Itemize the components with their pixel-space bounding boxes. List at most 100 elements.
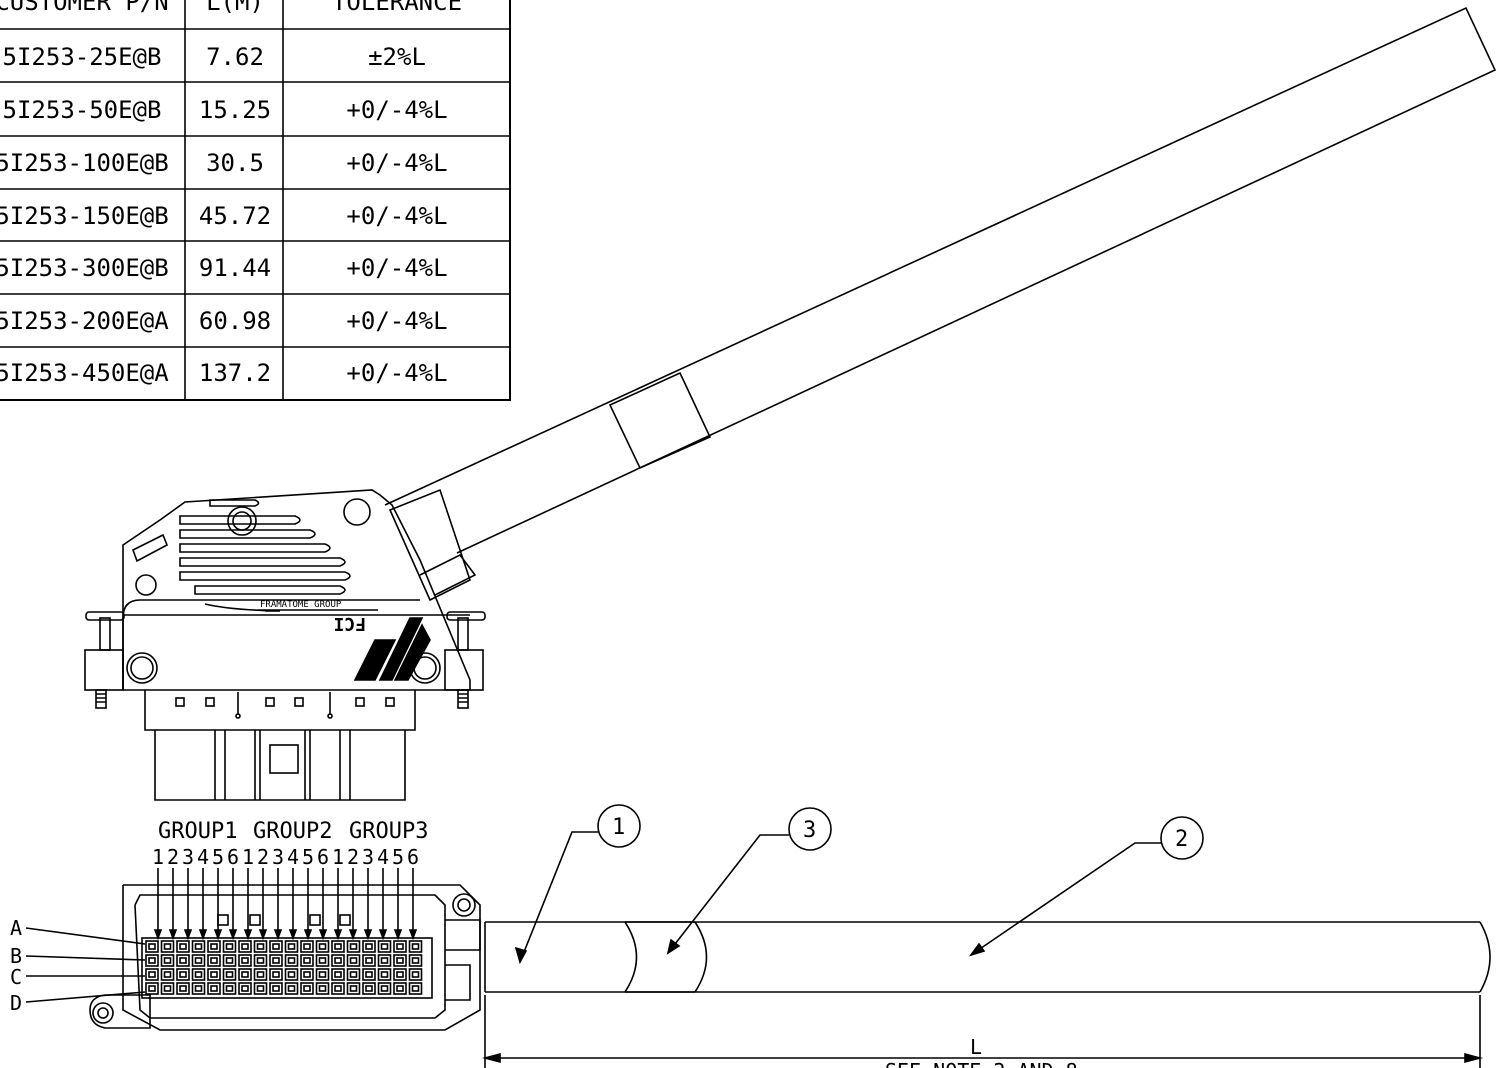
table-cell: 45.72	[199, 202, 271, 230]
connector-front-view	[25, 868, 481, 1031]
pin-cell	[222, 954, 237, 967]
table-cell: +0/-4%L	[346, 149, 447, 177]
balloon-3: 3	[803, 818, 816, 843]
table-cell: +0/-4%L	[346, 359, 447, 387]
pin-pointer-arrow	[228, 929, 238, 941]
pin-pointer-arrow	[378, 929, 388, 941]
pin-cell	[393, 940, 407, 953]
pin-contact	[349, 971, 358, 978]
pin-contact	[256, 971, 265, 978]
pin-number: 4	[377, 845, 389, 869]
pin-number: 2	[167, 845, 179, 869]
table-cell: +0/-4%L	[346, 96, 447, 124]
pin-cell	[191, 940, 206, 953]
pin-pointers	[153, 868, 418, 941]
pin-contact	[272, 971, 280, 978]
pin-contact	[210, 985, 218, 992]
pin-contact	[163, 971, 172, 978]
pin-cell	[160, 954, 175, 967]
angled-cable	[384, 6, 1497, 602]
pin-number: 4	[197, 845, 209, 869]
pin-cell	[253, 968, 268, 981]
pin-pointer-arrow	[363, 929, 373, 941]
pin-pointer-arrow	[258, 929, 268, 941]
pin-number: 6	[407, 845, 419, 869]
table-cell: +0/-4%L	[346, 202, 447, 230]
pin-cell	[408, 940, 423, 953]
pin-contact	[380, 971, 389, 978]
row-label-c: C	[10, 965, 22, 989]
pin-contact	[396, 943, 404, 950]
pin-cell	[222, 940, 237, 953]
pin-cell	[176, 968, 190, 981]
pin-cell	[269, 940, 283, 953]
pin-number: 6	[317, 845, 329, 869]
pin-number: 3	[272, 845, 284, 869]
pin-contact	[365, 971, 373, 978]
pin-cell	[300, 968, 314, 981]
pin-cell	[315, 982, 330, 995]
pin-pointer-arrow	[408, 929, 418, 941]
pin-contact	[225, 943, 234, 950]
pin-cell	[300, 982, 314, 995]
pin-contact	[380, 957, 389, 964]
pin-pointer-arrow	[333, 929, 343, 941]
pin-cell	[331, 954, 345, 967]
pin-contact	[334, 985, 342, 992]
pin-number: 5	[392, 845, 404, 869]
pin-contact	[396, 957, 404, 964]
pin-contact	[210, 957, 218, 964]
table-cell: +0/-4%L	[346, 254, 447, 282]
pin-cell	[207, 954, 221, 967]
pin-cell	[315, 954, 330, 967]
pin-cell	[253, 982, 268, 995]
pin-contact	[194, 985, 203, 992]
length-table	[0, 0, 511, 401]
pin-cell	[393, 954, 407, 967]
length-dimension	[481, 995, 1484, 1068]
pin-contact	[148, 957, 156, 964]
pin-cell	[176, 954, 190, 967]
pin-contact	[334, 971, 342, 978]
pin-pointer-arrow	[348, 929, 358, 941]
pin-cell	[160, 968, 175, 981]
table-cell: 15.25	[199, 96, 271, 124]
pin-grid	[145, 940, 423, 995]
pin-cell	[207, 968, 221, 981]
pin-cell	[362, 954, 376, 967]
pin-cell	[191, 968, 206, 981]
pin-contact	[303, 943, 311, 950]
framatome-group-label: FRAMATOME GROUP	[260, 600, 342, 610]
pin-contact	[148, 971, 156, 978]
pin-contact	[318, 943, 327, 950]
pin-number: 2	[257, 845, 269, 869]
pin-cell	[145, 940, 159, 953]
pin-number: 1	[152, 845, 164, 869]
pin-cell	[207, 982, 221, 995]
pin-pointer-arrow	[183, 929, 193, 941]
pin-pointer-arrow	[303, 929, 313, 941]
pin-contact	[411, 943, 420, 950]
pin-number: 3	[182, 845, 194, 869]
table-cell: 5I253-50E@B	[3, 96, 162, 124]
pin-number: 4	[287, 845, 299, 869]
balloon-2: 2	[1175, 827, 1188, 852]
pin-cell	[191, 982, 206, 995]
pin-contact	[303, 985, 311, 992]
pin-cell	[346, 954, 361, 967]
pin-pointer-arrow	[213, 929, 223, 941]
pin-contact	[194, 943, 203, 950]
pin-cell	[346, 940, 361, 953]
pin-contact	[179, 943, 187, 950]
pin-contact	[303, 971, 311, 978]
pin-cell	[222, 968, 237, 981]
pin-cell	[408, 954, 423, 967]
pin-cell	[222, 982, 237, 995]
table-cell: 5I253-150E@B	[0, 202, 169, 230]
pin-contact	[210, 943, 218, 950]
pin-contact	[287, 971, 296, 978]
pin-contact	[303, 957, 311, 964]
pin-cell	[346, 982, 361, 995]
pin-contact	[349, 943, 358, 950]
pin-contact	[365, 985, 373, 992]
